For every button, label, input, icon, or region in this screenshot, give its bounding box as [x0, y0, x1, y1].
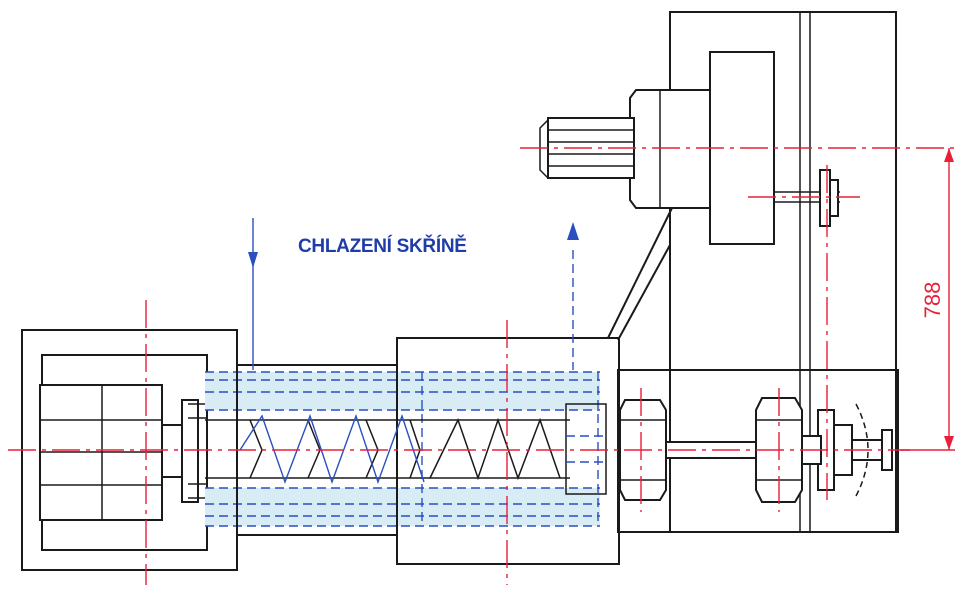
screw-spring — [205, 417, 570, 481]
cooling-jacket — [205, 371, 600, 527]
support-struts — [607, 207, 673, 341]
dimension-value: 788 — [920, 282, 945, 319]
cooling-label: CHLAZENÍ SKŘÍNĚ — [298, 235, 467, 257]
screw-flight-blue — [239, 413, 425, 485]
motor-housing — [21, 329, 238, 571]
coolant-inlet-arrow — [248, 218, 258, 370]
gearbox-housing — [236, 337, 620, 565]
dimension-788: 788 — [900, 148, 955, 451]
handwheel-upper — [775, 169, 840, 227]
centerlines — [8, 147, 955, 585]
coolant-outlet-arrow — [567, 222, 579, 370]
